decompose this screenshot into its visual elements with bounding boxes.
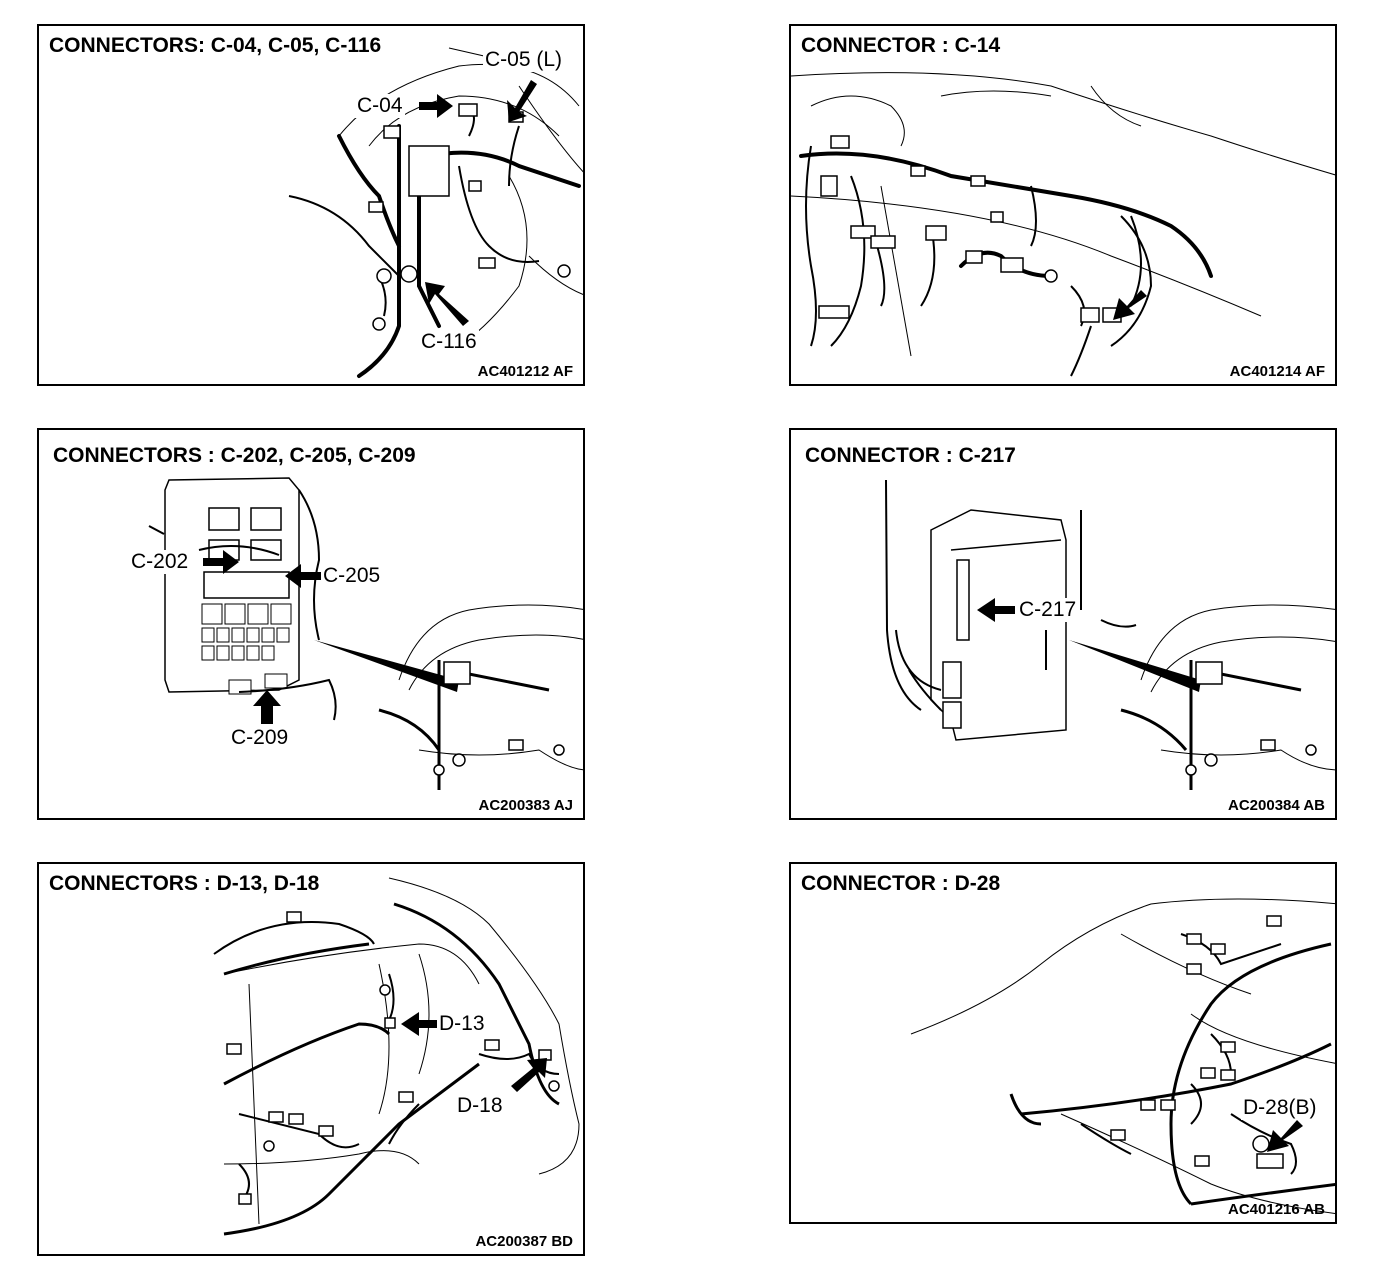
arrow-d18 [511, 1058, 547, 1092]
arrow-c14 [1113, 290, 1147, 320]
arrow-c205 [285, 564, 321, 588]
panel-title: CONNECTOR : C-217 [805, 444, 1016, 467]
panel-title: CONNECTORS : D-13, D-18 [49, 872, 320, 895]
figure-code: AC200383 AJ [478, 797, 573, 814]
control-unit-diagram [885, 479, 1335, 790]
junction-block-diagram [148, 477, 583, 790]
arrow-c04 [419, 94, 453, 118]
label-d28: D-28(B) [1241, 1096, 1319, 1120]
label-c05: C-05 (L) [483, 48, 565, 72]
label-d13: D-13 [437, 1012, 487, 1036]
label-c202: C-202 [129, 550, 191, 574]
label-c209: C-209 [229, 726, 291, 750]
panel-title: CONNECTOR : C-14 [801, 34, 1001, 57]
panel-title: CONNECTORS : C-202, C-205, C-209 [53, 444, 416, 467]
panel-c04-c05-c116: CONNECTORS: C-04, C-05, C-116 C-05 (L) C… [37, 24, 585, 386]
panel-c14: CONNECTOR : C-14 AC401214 AF [789, 24, 1337, 386]
panel-c202-c205-c209: CONNECTORS : C-202, C-205, C-209 C-202 C… [37, 428, 585, 820]
arrow-c116 [425, 282, 469, 326]
arrow-d28 [1267, 1120, 1303, 1152]
panel-title: CONNECTOR : D-28 [801, 872, 1001, 895]
arrow-c217 [977, 598, 1015, 622]
label-d18: D-18 [455, 1094, 505, 1118]
harness-diagram-dashboard-left [288, 47, 583, 378]
arrow-c202 [203, 550, 239, 574]
arrow-d13 [401, 1012, 439, 1036]
arrow-c209 [253, 690, 281, 724]
panel-c217: CONNECTOR : C-217 C-217 AC200384 AB [789, 428, 1337, 820]
figure-code: AC401212 AF [477, 363, 573, 380]
label-c116: C-116 [419, 330, 479, 354]
label-c04: C-04 [355, 94, 405, 118]
figure-code: AC200387 BD [475, 1233, 573, 1250]
figure-code: AC401214 AF [1229, 363, 1325, 380]
label-c205: C-205 [321, 564, 383, 588]
rear-body-harness-diagram [213, 877, 580, 1236]
roof-harness-diagram [910, 898, 1335, 1214]
figure-code: AC200384 AB [1228, 797, 1325, 814]
panel-d13-d18: CONNECTORS : D-13, D-18 D-13 D-18 AC2003… [37, 862, 585, 1256]
panel-title: CONNECTORS: C-04, C-05, C-116 [49, 34, 382, 57]
figure-code: AC401216 AB [1228, 1201, 1325, 1218]
harness-diagram-dashboard-right [791, 72, 1335, 377]
panel-d28: CONNECTOR : D-28 D-28(B) AC401216 AB [789, 862, 1337, 1224]
label-c217: C-217 [1017, 598, 1079, 622]
arrow-c05 [507, 80, 537, 122]
